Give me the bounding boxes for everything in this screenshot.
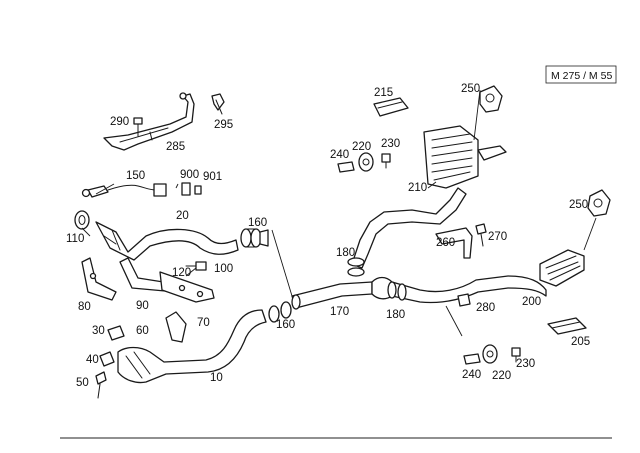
- callout-270: 270: [488, 231, 507, 243]
- intermediate-pipe-170: [291, 275, 547, 310]
- callout-120: 120: [172, 267, 191, 279]
- callout-160-lower: 160: [276, 319, 295, 331]
- front-pipe-20: [95, 221, 239, 261]
- callout-50: 50: [76, 377, 89, 389]
- fasteners-lower: [463, 344, 521, 365]
- callout-250-upper: 250: [461, 83, 480, 95]
- callout-280: 280: [476, 302, 495, 314]
- hanger-pad-215: [373, 97, 409, 117]
- clip-60: [165, 311, 187, 343]
- clamp-160-upper: [240, 228, 269, 248]
- hanger-280: [457, 293, 471, 307]
- callout-90: 90: [136, 300, 149, 312]
- callout-220-upper: 220: [352, 141, 371, 153]
- model-code-box: M 275 / M 55: [545, 65, 617, 84]
- bolt-270: [475, 223, 487, 247]
- connector-900: [153, 182, 202, 197]
- callout-180-right: 180: [386, 309, 405, 321]
- callout-40: 40: [86, 354, 99, 366]
- callout-205: 205: [571, 336, 590, 348]
- callout-240-upper: 240: [330, 149, 349, 161]
- flange-110: [74, 210, 90, 230]
- callout-200: 200: [522, 296, 541, 308]
- muffler-210: [423, 125, 507, 189]
- model-code-label: M 275 / M 55: [551, 70, 612, 82]
- callout-240-lower: 240: [462, 369, 481, 381]
- callout-220-lower: 220: [492, 370, 511, 382]
- callout-180-left: 180: [336, 247, 355, 259]
- callout-110: 110: [66, 233, 84, 245]
- callout-210: 210: [408, 182, 427, 194]
- callout-901: 901: [203, 171, 222, 183]
- bracket-260: [435, 227, 473, 259]
- screw-290: [133, 117, 143, 137]
- gasket-30: [107, 325, 125, 341]
- callout-230-lower: 230: [516, 358, 535, 370]
- callout-230-upper: 230: [381, 138, 400, 150]
- callouts: 290 285 295 150 900 901 20 110 160 120 1…: [66, 83, 590, 389]
- clamp-180-right: [387, 281, 407, 301]
- callout-250-lower: 250: [569, 199, 588, 211]
- clamp-180-left: [347, 257, 365, 277]
- callout-215: 215: [374, 87, 393, 99]
- clamp-160-lower: [268, 301, 292, 323]
- callout-150: 150: [126, 170, 145, 182]
- callout-80: 80: [78, 301, 91, 313]
- callout-900: 900: [180, 169, 199, 181]
- callout-10: 10: [210, 372, 223, 384]
- callout-70: 70: [197, 317, 210, 329]
- rear-muffler-200: [539, 249, 585, 287]
- nut-40: [99, 351, 115, 367]
- callout-20: 20: [176, 210, 189, 222]
- oxygen-sensor-150: [81, 184, 157, 198]
- callout-260: 260: [436, 237, 455, 249]
- clip-295: [211, 93, 225, 115]
- callout-290: 290: [110, 116, 129, 128]
- bracket-80: [81, 257, 117, 301]
- screw-120: [185, 261, 207, 271]
- center-pipe: [351, 187, 467, 269]
- bolt-50: [95, 371, 107, 399]
- callout-60: 60: [136, 325, 149, 337]
- callout-30: 30: [92, 325, 105, 337]
- fasteners-upper: [337, 152, 391, 173]
- callout-295: 295: [214, 119, 233, 131]
- rubber-mount-250-upper: [479, 85, 503, 113]
- bracket-70: [159, 271, 215, 303]
- bracket-285: [103, 92, 195, 151]
- hanger-pad-205: [547, 317, 587, 335]
- callout-160-upper: 160: [248, 217, 267, 229]
- callout-170: 170: [330, 306, 349, 318]
- leader-lines: [81, 89, 597, 337]
- callout-100: 100: [214, 263, 233, 275]
- rubber-mount-250-lower: [587, 189, 611, 217]
- callout-285: 285: [166, 141, 185, 153]
- lower-pipe-10: [117, 309, 267, 384]
